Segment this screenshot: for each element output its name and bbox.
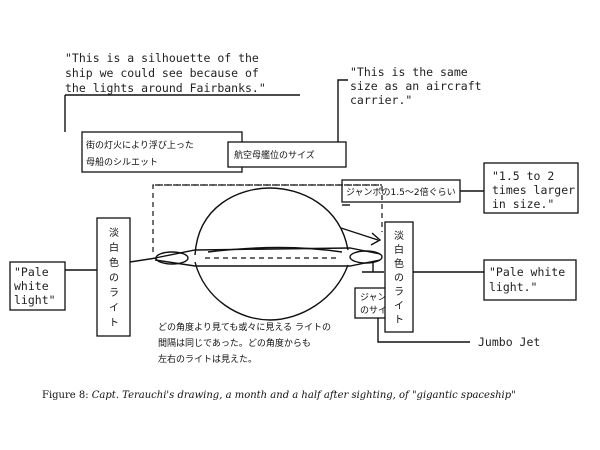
silhouette-english-note: "This is a silhouette of the ship we cou…	[64, 51, 300, 132]
carrier-english-note: "This is the same size as an aircraft ca…	[337, 65, 482, 142]
left-pale-line-2: white	[14, 279, 49, 293]
times-larger-line-1: "1.5 to 2	[492, 169, 554, 183]
carrier-note-leader	[337, 79, 348, 142]
ship-lower-dome	[194, 261, 349, 321]
arrow-to-right-light	[340, 227, 382, 246]
ship-bottom-rim	[154, 259, 381, 267]
left-pale-jp-char-4: の	[109, 273, 119, 284]
left-pale-line-3: light"	[14, 293, 56, 307]
right-pale-line-2: light."	[489, 280, 537, 294]
bottom-note-line-2: 間隔は同じであった。どの角度からも	[158, 337, 311, 349]
left-pale-english-frame	[9, 261, 66, 311]
right-pale-line-1: "Pale white	[489, 265, 565, 279]
size-guides	[152, 184, 383, 252]
right-pale-jp-char-7: ト	[394, 315, 404, 326]
figure-caption: Figure 8: Capt. Terauchi's drawing, a mo…	[42, 390, 516, 401]
right-pale-jp-char-2: 白	[394, 243, 404, 256]
times-larger-english-frame	[483, 162, 579, 214]
caption-prefix: Figure 8:	[42, 390, 89, 401]
right-light	[349, 250, 383, 264]
bottom-note-line-1: どの角度より見ても或々に見える ライトの	[158, 321, 331, 333]
right-pale-jp-char-5: ラ	[394, 286, 404, 298]
caption-body: Capt. Terauchi's drawing, a month and a …	[92, 390, 516, 401]
right-pale-jp-char-6: イ	[394, 301, 404, 312]
jumbo-jet-leader	[377, 318, 470, 343]
jumbo-jet-label: Jumbo Jet	[478, 335, 540, 349]
silhouette-jp-line-2: 母船のシルエット	[86, 156, 158, 168]
right-pale-jp-char-3: 色	[394, 257, 404, 270]
left-pale-jp-char-3: 色	[109, 256, 119, 269]
left-pale-jp-char-5: ラ	[109, 287, 119, 299]
carrier-japanese-box: 航空母艦位のサイズ	[227, 141, 347, 168]
ship-rim-highlight	[207, 246, 343, 253]
right-pale-jp-char-4: の	[394, 273, 404, 284]
bottom-note-line-3: 左右のライトは見えた。	[158, 353, 257, 365]
left-pale-jp-char-1: 淡	[109, 227, 119, 239]
times-larger-line-2: times larger	[492, 183, 575, 197]
jumbo-jet-marker: ジャンボ のサイズ Jumbo Jet	[354, 262, 540, 349]
carrier-note-line-1: "This is the same	[350, 65, 468, 79]
spaceship-silhouette	[154, 187, 383, 321]
times-larger-jp-text: ジャンボの1.5〜2倍ぐらい	[346, 186, 456, 198]
times-larger-note: ジャンボの1.5〜2倍ぐらい "1.5 to 2 times larger in…	[341, 162, 579, 214]
silhouette-japanese-box: 街の灯火により浮び上った 母船のシルエット	[81, 131, 243, 173]
right-pale-jp-frame	[384, 221, 414, 333]
carrier-box-frame	[227, 141, 347, 168]
left-pale-jp-char-7: ト	[109, 318, 119, 329]
carrier-jp-text: 航空母艦位のサイズ	[234, 149, 315, 161]
times-larger-line-3: in size."	[492, 197, 554, 211]
carrier-note-line-3: carrier."	[350, 93, 412, 107]
right-pale-english-frame	[483, 259, 577, 301]
silhouette-note-line-1: "This is a silhouette of the	[65, 51, 259, 65]
silhouette-note-line-3: the lights around Fairbanks."	[65, 81, 266, 95]
silhouette-box-frame	[81, 131, 243, 173]
left-pale-jp-char-6: イ	[109, 303, 119, 314]
jumbo-size-jp-line-1: ジャンボ	[360, 292, 396, 303]
ship-top-rim	[154, 247, 381, 259]
left-pale-jp-frame	[96, 217, 131, 337]
right-pale-light-note: 淡 白 色 の ラ イ ト "Pale white light."	[384, 221, 577, 333]
carrier-note-line-2: size as an aircraft	[350, 79, 482, 93]
left-pale-light-note: 淡 白 色 の ラ イ ト "Pale white light"	[9, 217, 157, 337]
right-pale-jp-char-1: 淡	[394, 230, 404, 242]
left-pale-jp-char-2: 白	[109, 241, 119, 254]
left-pale-line-1: "Pale	[14, 265, 49, 279]
left-light-pointer	[129, 257, 157, 263]
bottom-japanese-note: どの角度より見ても或々に見える ライトの 間隔は同じであった。どの角度からも 左…	[158, 321, 331, 365]
caption-text: Figure 8: Capt. Terauchi's drawing, a mo…	[42, 390, 516, 401]
silhouette-note-line-2: ship we could see because of	[65, 66, 259, 80]
ship-upper-dome	[194, 187, 349, 256]
silhouette-jp-line-1: 街の灯火により浮び上った	[86, 139, 194, 151]
